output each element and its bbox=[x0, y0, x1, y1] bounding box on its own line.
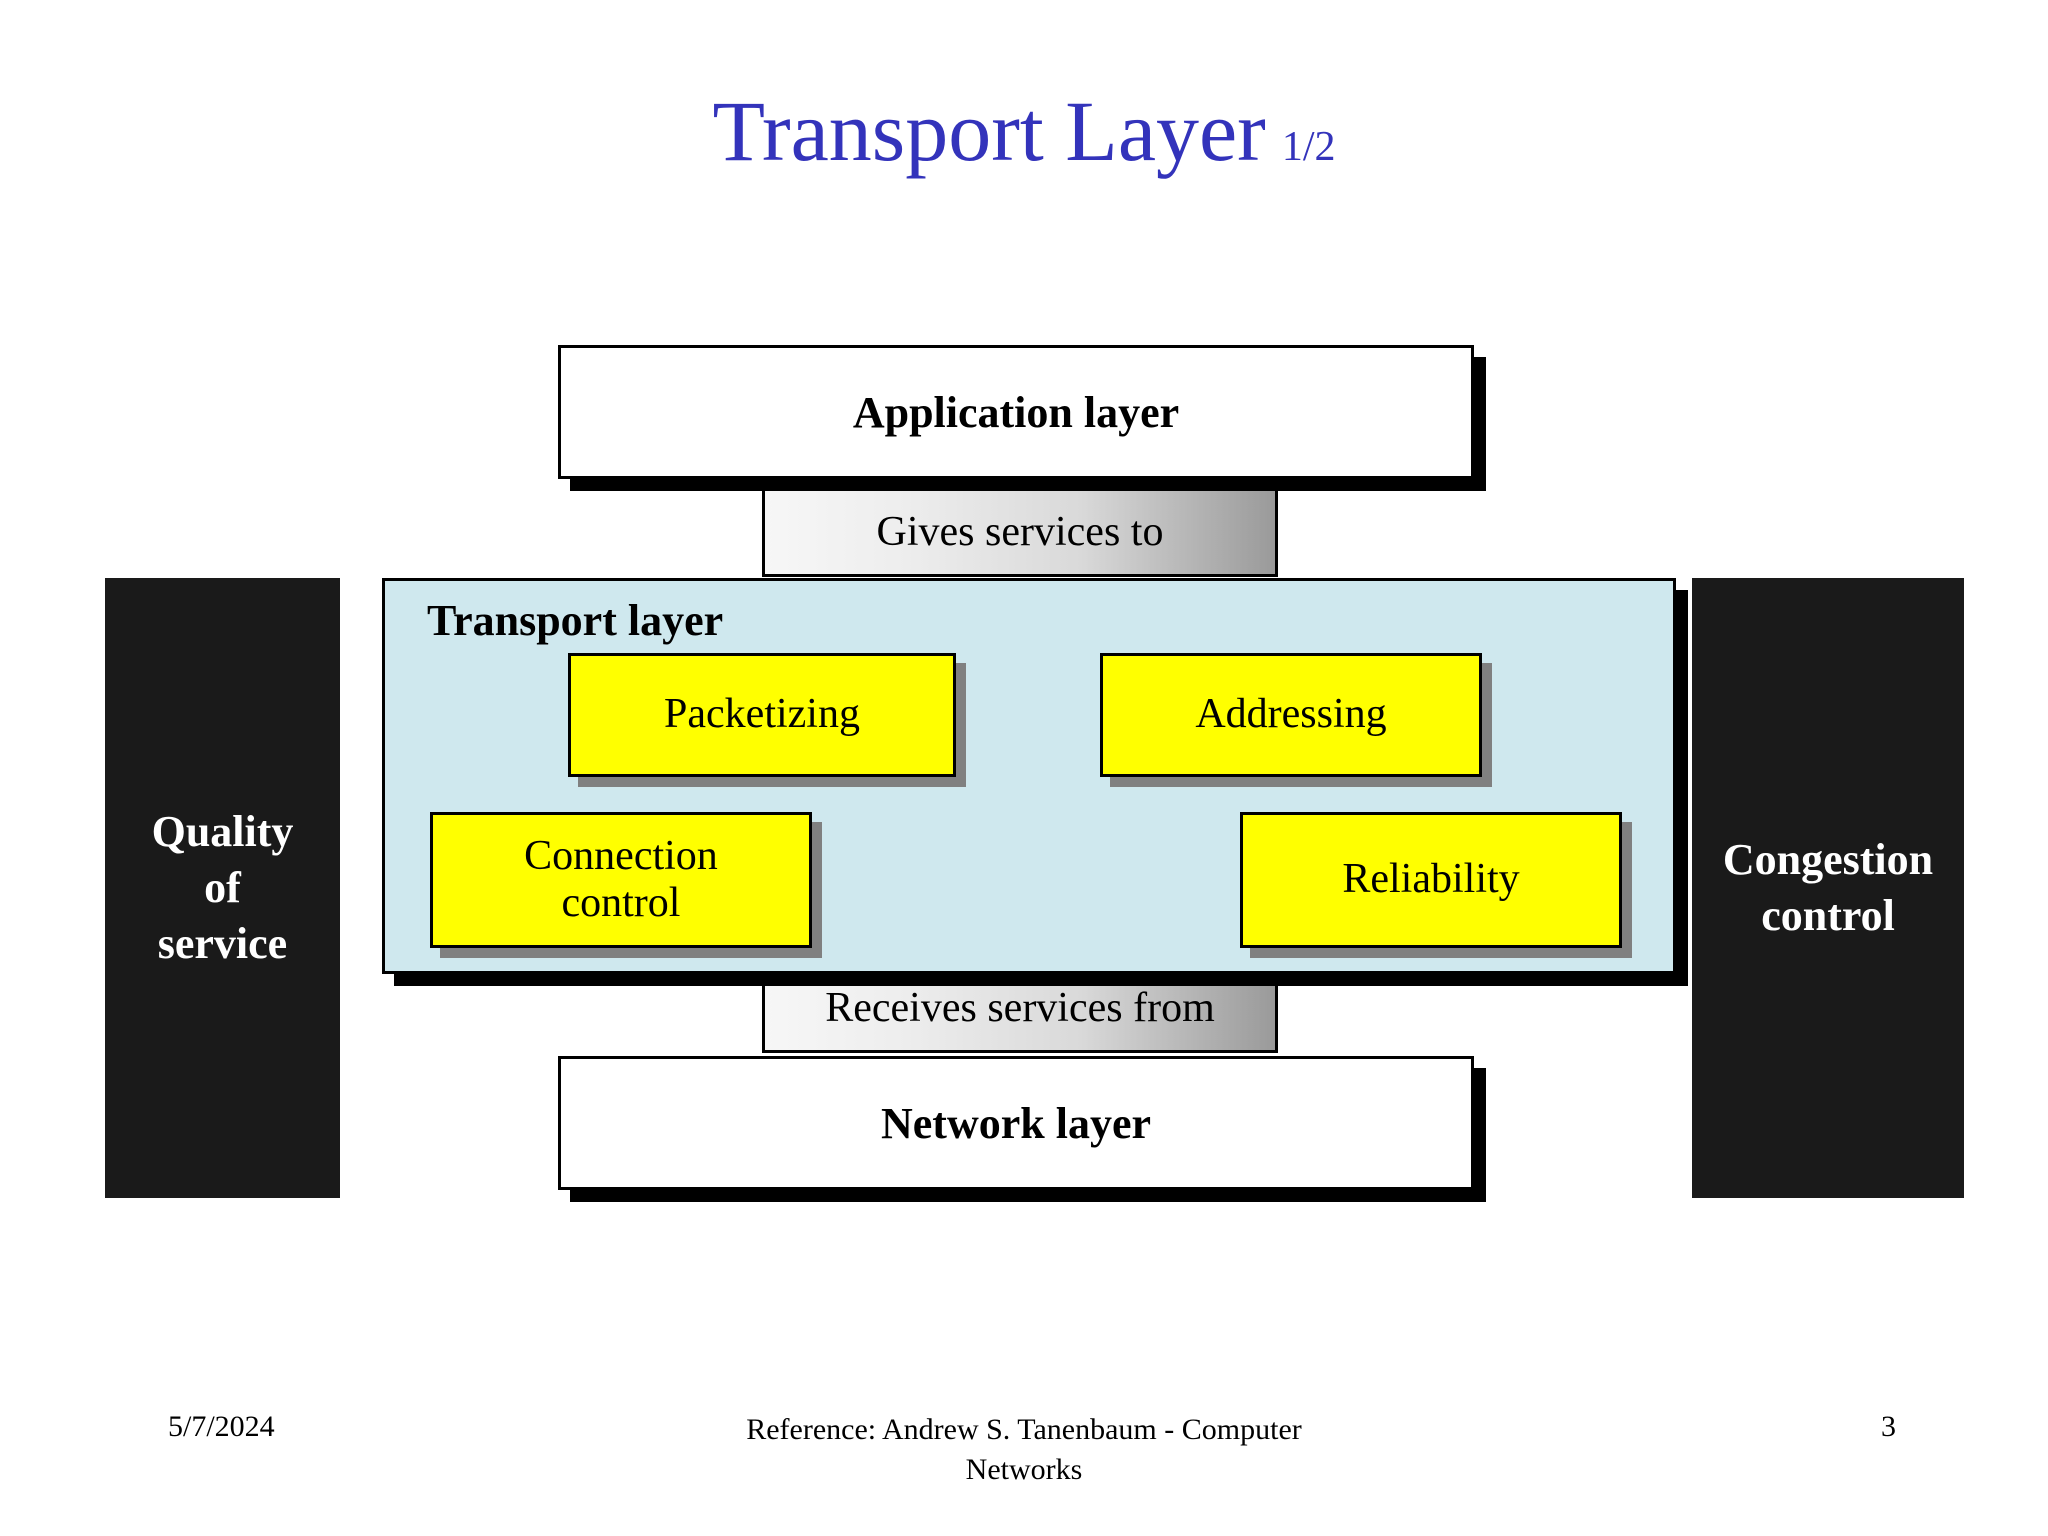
quality-of-service-line-1: Quality bbox=[151, 806, 294, 856]
gives-services-label: Gives services to bbox=[876, 509, 1164, 555]
congestion-control-line-2: control bbox=[1761, 891, 1895, 940]
feature-box-connection-control: Connection control bbox=[430, 812, 812, 948]
application-layer-box: Application layer bbox=[558, 345, 1474, 479]
reliability-label: Reliability bbox=[1342, 856, 1520, 903]
quality-of-service-line-2: of bbox=[204, 862, 241, 912]
packetizing-label: Packetizing bbox=[664, 691, 860, 738]
footer-date: 5/7/2024 bbox=[168, 1410, 275, 1443]
application-layer-label: Application layer bbox=[852, 387, 1180, 437]
side-panel-quality-of-service: Quality of service bbox=[105, 578, 340, 1198]
network-layer-label: Network layer bbox=[880, 1098, 1151, 1148]
receives-services-band: Receives services from bbox=[762, 963, 1278, 1053]
feature-box-packetizing: Packetizing bbox=[568, 653, 956, 777]
page-title-main: Transport Layer bbox=[712, 83, 1266, 179]
receives-services-label: Receives services from bbox=[825, 985, 1215, 1031]
connection-control-line-1: Connection bbox=[524, 832, 718, 879]
footer-reference: Reference: Andrew S. Tanenbaum - Compute… bbox=[746, 1413, 1302, 1486]
feature-box-reliability: Reliability bbox=[1240, 812, 1622, 948]
gives-services-band: Gives services to bbox=[762, 487, 1278, 577]
addressing-label: Addressing bbox=[1195, 691, 1387, 738]
transport-layer-label: Transport layer bbox=[427, 596, 724, 645]
quality-of-service-line-3: service bbox=[157, 919, 288, 969]
footer-page-number: 3 bbox=[1881, 1410, 1896, 1443]
slide-footer: 5/7/2024 Reference: Andrew S. Tanenbaum … bbox=[0, 1404, 2048, 1494]
connection-control-line-2: control bbox=[561, 880, 681, 926]
page-title-subscript: 1/2 bbox=[1281, 124, 1336, 170]
feature-box-addressing: Addressing bbox=[1100, 653, 1482, 777]
side-panel-congestion-control: Congestion control bbox=[1692, 578, 1964, 1198]
congestion-control-line-1: Congestion bbox=[1722, 834, 1934, 884]
network-layer-box: Network layer bbox=[558, 1056, 1474, 1190]
